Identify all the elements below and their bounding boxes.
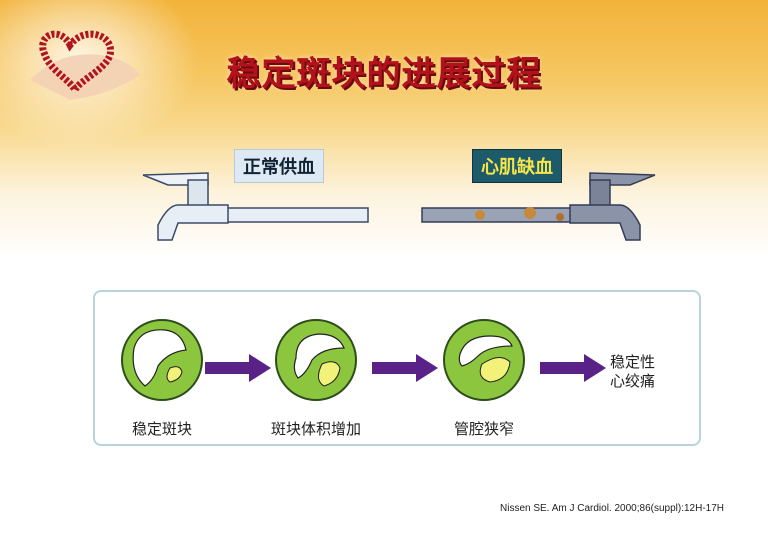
narrowed-lumen-vessel-icon (443, 319, 525, 401)
stage-label: 管腔狭窄 (453, 420, 514, 438)
arrow-icon (205, 354, 271, 382)
clean-faucet-icon (142, 172, 369, 241)
citation: Nissen SE. Am J Cardiol. 2000;86(suppl):… (500, 503, 724, 514)
outcome-line: 心绞痛 (610, 372, 656, 390)
rusty-faucet-icon (421, 172, 656, 241)
outcome-line: 稳定性 (610, 353, 656, 371)
enlarged-plaque-vessel-icon (275, 319, 357, 401)
slide-title: 稳定斑块的进展过程 (226, 54, 542, 94)
outcome-label: 稳定性心绞痛 (610, 353, 655, 391)
normal-supply-label: 正常供血 (234, 149, 324, 183)
stage-label: 稳定斑块 (131, 420, 192, 438)
arrow-icon (540, 354, 606, 382)
stable-plaque-vessel-icon (121, 319, 203, 401)
stage-label: 斑块体积增加 (270, 420, 361, 438)
arrow-icon (372, 354, 438, 382)
hands-heart-icon (30, 30, 140, 100)
ischemia-label: 心肌缺血 (472, 149, 562, 183)
